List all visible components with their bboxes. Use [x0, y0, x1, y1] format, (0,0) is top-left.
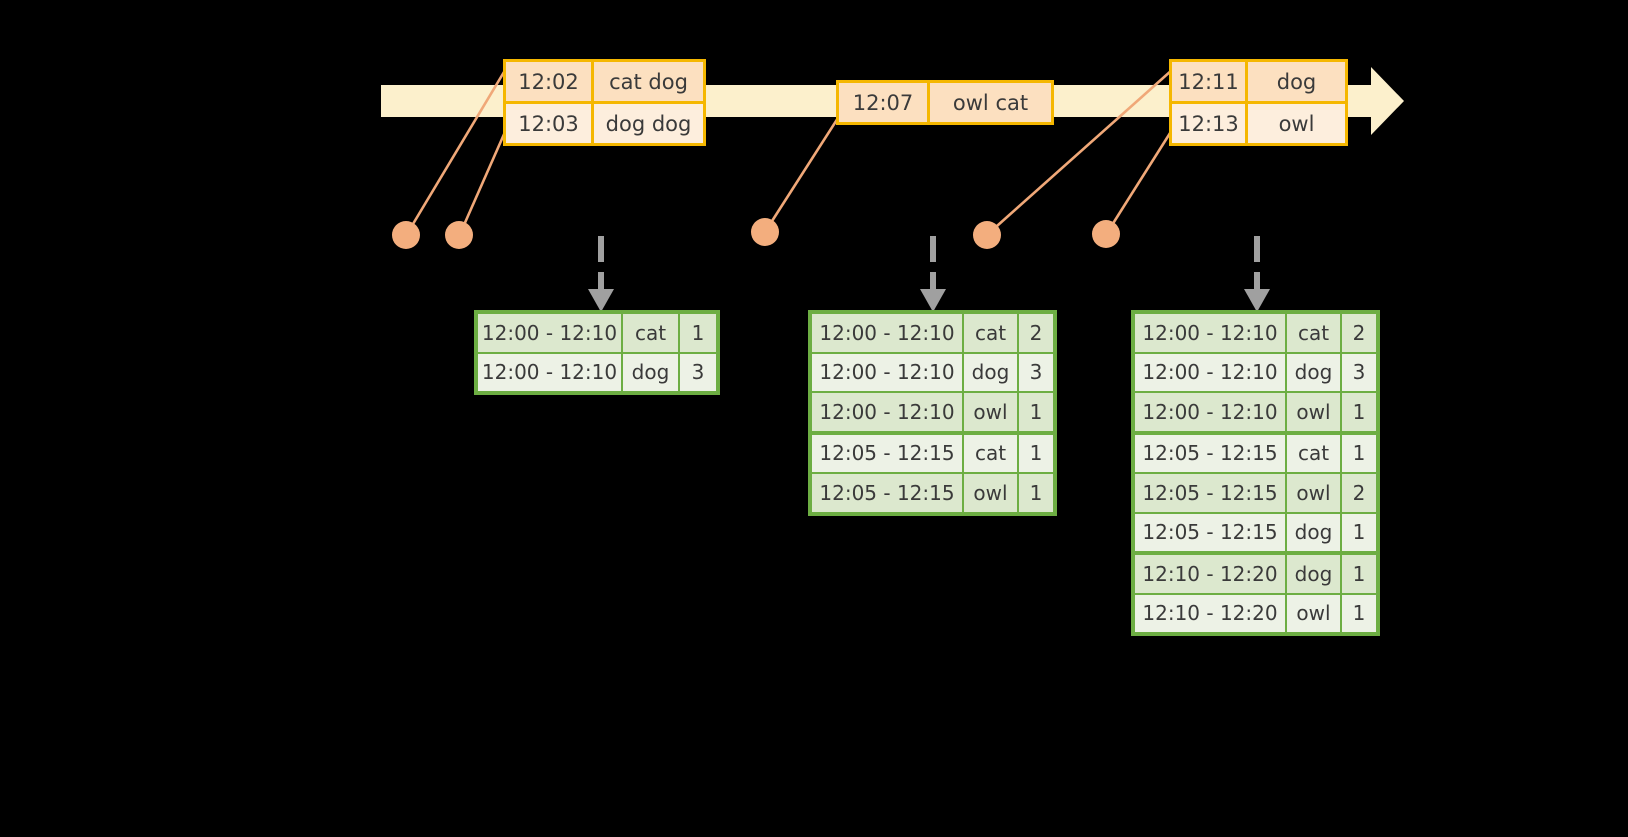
table-row: 12:00 - 12:10 dog 3: [478, 351, 716, 391]
count-cell: 1: [1017, 434, 1053, 472]
window-cell: 12:00 - 12:10: [1135, 393, 1285, 431]
window-cell: 12:00 - 12:10: [478, 314, 621, 352]
window-cell: 12:05 - 12:15: [812, 474, 962, 512]
count-cell: 1: [1340, 555, 1376, 593]
event-row: 12:03 dog dog: [506, 101, 703, 143]
key-cell: dog: [1285, 353, 1340, 391]
table-row: 12:00 - 12:10 cat 2: [1135, 314, 1376, 352]
count-cell: 3: [1340, 353, 1376, 391]
event-box-1[interactable]: 12:02 cat dog 12:03 dog dog: [503, 59, 706, 146]
key-cell: owl: [1285, 393, 1340, 431]
count-cell: 2: [1340, 474, 1376, 512]
event-row: 12:07 owl cat: [839, 83, 1051, 122]
window-cell: 12:00 - 12:10: [812, 353, 962, 391]
count-cell: 1: [1017, 474, 1053, 512]
emit-arrow-3: [1244, 236, 1270, 312]
window-cell: 12:00 - 12:10: [478, 353, 621, 391]
window-cell: 12:05 - 12:15: [1135, 474, 1285, 512]
count-cell: 3: [1017, 353, 1053, 391]
count-cell: 1: [1017, 393, 1053, 431]
table-row: 12:05 - 12:15 owl 1: [812, 472, 1053, 512]
window-cell: 12:05 - 12:15: [1135, 434, 1285, 472]
event-value: dog: [1245, 62, 1345, 101]
event-value: dog dog: [591, 104, 703, 143]
table-row: 12:05 - 12:15 dog 1: [1135, 511, 1376, 551]
count-cell: 3: [678, 353, 716, 391]
event-time: 12:07: [839, 83, 927, 122]
key-cell: dog: [1285, 555, 1340, 593]
event-dot-3: [751, 218, 779, 246]
event-dot-5: [1092, 220, 1120, 248]
key-cell: cat: [621, 314, 678, 352]
event-dot-4: [973, 221, 1001, 249]
table-row: 12:10 - 12:20 dog 1: [1135, 551, 1376, 593]
event-dot-1: [392, 221, 420, 249]
key-cell: dog: [962, 353, 1017, 391]
key-cell: dog: [621, 353, 678, 391]
key-cell: cat: [962, 434, 1017, 472]
result-table-1[interactable]: 12:00 - 12:10 cat 1 12:00 - 12:10 dog 3: [474, 310, 720, 395]
key-cell: owl: [1285, 594, 1340, 632]
count-cell: 1: [678, 314, 716, 352]
key-cell: cat: [1285, 314, 1340, 352]
event-row: 12:02 cat dog: [506, 62, 703, 101]
table-row: 12:00 - 12:10 cat 1: [478, 314, 716, 352]
key-cell: cat: [962, 314, 1017, 352]
count-cell: 1: [1340, 393, 1376, 431]
event-time: 12:02: [506, 62, 591, 101]
window-cell: 12:00 - 12:10: [1135, 314, 1285, 352]
key-cell: cat: [1285, 434, 1340, 472]
count-cell: 2: [1340, 314, 1376, 352]
window-cell: 12:10 - 12:20: [1135, 594, 1285, 632]
count-cell: 2: [1017, 314, 1053, 352]
event-value: owl: [1245, 104, 1345, 143]
table-row: 12:05 - 12:15 owl 2: [1135, 472, 1376, 512]
table-row: 12:05 - 12:15 cat 1: [812, 430, 1053, 472]
key-cell: owl: [1285, 474, 1340, 512]
window-cell: 12:05 - 12:15: [1135, 513, 1285, 551]
event-time: 12:03: [506, 104, 591, 143]
table-row: 12:00 - 12:10 cat 2: [812, 314, 1053, 352]
emit-arrows: [588, 236, 1270, 312]
window-cell: 12:05 - 12:15: [812, 434, 962, 472]
key-cell: owl: [962, 474, 1017, 512]
window-cell: 12:00 - 12:10: [1135, 353, 1285, 391]
table-row: 12:10 - 12:20 owl 1: [1135, 592, 1376, 632]
count-cell: 1: [1340, 513, 1376, 551]
table-row: 12:00 - 12:10 dog 3: [812, 351, 1053, 391]
count-cell: 1: [1340, 434, 1376, 472]
result-table-3[interactable]: 12:00 - 12:10 cat 2 12:00 - 12:10 dog 3 …: [1131, 310, 1380, 636]
event-dot-2: [445, 221, 473, 249]
event-time: 12:11: [1172, 62, 1245, 101]
table-row: 12:00 - 12:10 owl 1: [1135, 391, 1376, 431]
event-value: owl cat: [927, 83, 1051, 122]
event-value: cat dog: [591, 62, 703, 101]
emit-arrow-2: [920, 236, 946, 312]
key-cell: dog: [1285, 513, 1340, 551]
emit-arrow-1: [588, 236, 614, 312]
event-time: 12:13: [1172, 104, 1245, 143]
event-row: 12:11 dog: [1172, 62, 1345, 101]
table-row: 12:00 - 12:10 owl 1: [812, 391, 1053, 431]
count-cell: 1: [1340, 594, 1376, 632]
window-cell: 12:00 - 12:10: [812, 314, 962, 352]
event-box-3[interactable]: 12:11 dog 12:13 owl: [1169, 59, 1348, 146]
window-cell: 12:10 - 12:20: [1135, 555, 1285, 593]
event-dots: [392, 218, 1120, 249]
window-cell: 12:00 - 12:10: [812, 393, 962, 431]
table-row: 12:05 - 12:15 cat 1: [1135, 430, 1376, 472]
event-box-2[interactable]: 12:07 owl cat: [836, 80, 1054, 125]
key-cell: owl: [962, 393, 1017, 431]
result-table-2[interactable]: 12:00 - 12:10 cat 2 12:00 - 12:10 dog 3 …: [808, 310, 1057, 516]
table-row: 12:00 - 12:10 dog 3: [1135, 351, 1376, 391]
event-row: 12:13 owl: [1172, 101, 1345, 143]
